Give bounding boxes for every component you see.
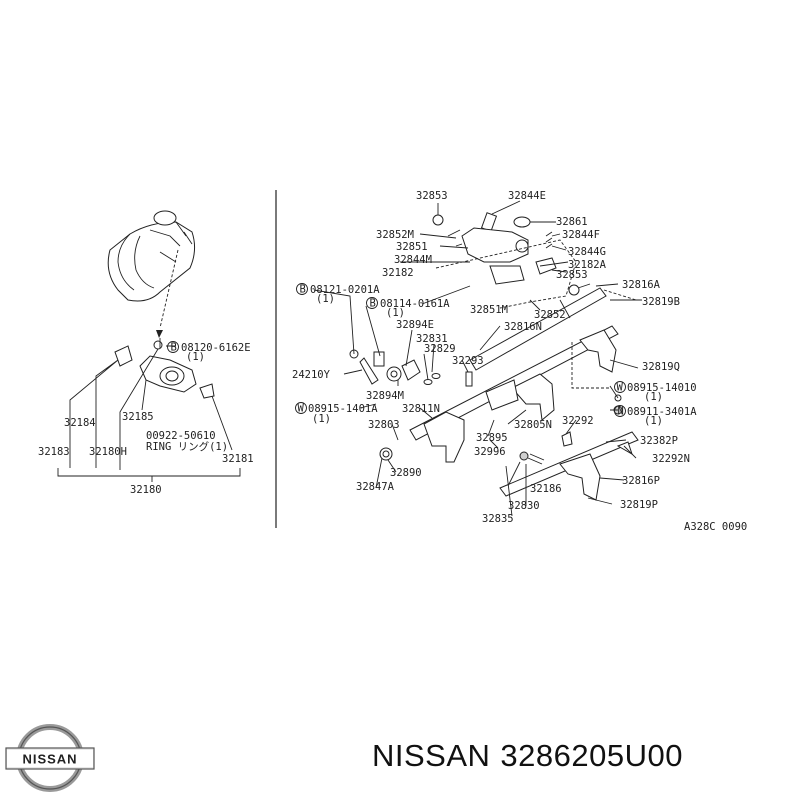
label-32853-top: 32853	[416, 190, 448, 202]
transmission-sketch	[107, 210, 196, 302]
label-08915-14010: 08915-14010	[627, 382, 697, 394]
label-32996: 32996	[474, 446, 506, 458]
label-32180H: 32180H	[89, 446, 127, 458]
label-32844F: 32844F	[562, 229, 600, 241]
part-number: 3286205U00	[500, 738, 683, 773]
label-32852M: 32852M	[376, 229, 414, 241]
shift-rods-and-forks	[349, 287, 639, 501]
label-00922-50610: 00922-50610	[146, 430, 216, 442]
washer-a-marker	[614, 381, 626, 393]
nut-a-marker-text: N	[618, 406, 624, 418]
label-32180: 32180	[130, 484, 162, 496]
label-32811N: 32811N	[402, 403, 440, 415]
label-24210Y: 24210Y	[292, 369, 331, 381]
bolt-b-marker-text: B	[300, 284, 306, 296]
label-washer-b-qty: (1)	[312, 413, 331, 425]
label-bolt-a-qty: (1)	[186, 351, 205, 363]
label-32181: 32181	[222, 453, 254, 465]
label-washer-a-qty: (1)	[644, 391, 663, 403]
label-32184: 32184	[64, 417, 96, 429]
label-32816A: 32816A	[622, 279, 661, 291]
label-32805N: 32805N	[514, 419, 552, 431]
nut-a-marker	[614, 405, 626, 417]
label-08911-3401A: 08911-3401A	[627, 406, 697, 418]
label-32186: 32186	[530, 483, 562, 495]
label-bolt-c-qty: (1)	[386, 307, 405, 319]
nissan-logo-wordmark: NISSAN	[22, 752, 77, 767]
label-32182A: 32182A	[568, 259, 607, 271]
label-32851: 32851	[396, 241, 428, 253]
parts-diagram: B 08120-6162E (1) 32184 32185 32183 3218…	[38, 190, 747, 533]
nissan-logo: NISSAN	[5, 724, 95, 792]
right-callouts: 32853 32844E 32861 32852M 32844F 32851 3…	[292, 190, 747, 533]
label-32853-mid: 32853	[556, 269, 588, 281]
part-caption: NISSAN 3286205U00	[372, 738, 693, 774]
bolt-b-marker	[296, 283, 308, 295]
label-32851M: 32851M	[470, 304, 508, 316]
washer-b-marker	[295, 402, 307, 414]
upper-lever-assembly	[432, 212, 580, 296]
label-32185: 32185	[122, 411, 154, 423]
label-32816N: 32816N	[504, 321, 542, 333]
left-callouts: B 08120-6162E (1) 32184 32185 32183 3218…	[38, 341, 254, 496]
label-32835: 32835	[482, 513, 514, 525]
label-32895: 32895	[476, 432, 508, 444]
brand-name: NISSAN	[372, 738, 491, 773]
washer-b-marker-text: W	[298, 403, 305, 415]
label-32890: 32890	[390, 467, 422, 479]
label-32844G: 32844G	[568, 246, 606, 258]
washer-a-marker-text: W	[617, 382, 624, 394]
label-32293: 32293	[452, 355, 484, 367]
label-32844M: 32844M	[394, 254, 432, 266]
label-08915-1401A: 08915-1401A	[308, 403, 378, 415]
label-ref-code: A328C 0090	[684, 521, 747, 533]
label-32292-upper: 32292	[562, 415, 594, 427]
label-32830: 32830	[508, 500, 540, 512]
label-32861: 32861	[556, 216, 588, 228]
bolt-a-marker-text: B	[171, 342, 177, 354]
label-nut-a-qty: (1)	[644, 415, 663, 427]
bolt-a-marker	[167, 341, 179, 353]
label-32819B: 32819B	[642, 296, 680, 308]
label-32852: 32852	[534, 309, 566, 321]
right-leaders	[313, 200, 642, 517]
label-32894E: 32894E	[396, 319, 434, 331]
label-08114-0161A: 08114-0161A	[380, 298, 450, 310]
label-32819Q: 32819Q	[642, 361, 680, 373]
label-08121-0201A: 08121-0201A	[310, 284, 380, 296]
label-32382P: 32382P	[640, 435, 678, 447]
label-32844E: 32844E	[508, 190, 546, 202]
bolt-c-marker-text: B	[370, 298, 376, 310]
bolt-c-marker	[366, 297, 378, 309]
label-32819P: 32819P	[620, 499, 658, 511]
label-32183: 32183	[38, 446, 70, 458]
label-32831: 32831	[416, 333, 448, 345]
leader-arrowhead	[156, 330, 163, 338]
leader-arrow	[159, 249, 179, 329]
label-32816P: 32816P	[622, 475, 660, 487]
label-32847A: 32847A	[356, 481, 395, 493]
label-32894M: 32894M	[366, 390, 404, 402]
label-ring: RING リング(1)	[146, 440, 228, 453]
label-32829: 32829	[424, 343, 456, 355]
label-32292N: 32292N	[652, 453, 690, 465]
label-32182: 32182	[382, 267, 414, 279]
label-bolt-b-qty: (1)	[316, 293, 335, 305]
label-08120-6162E: 08120-6162E	[181, 342, 251, 354]
label-32803: 32803	[368, 419, 400, 431]
